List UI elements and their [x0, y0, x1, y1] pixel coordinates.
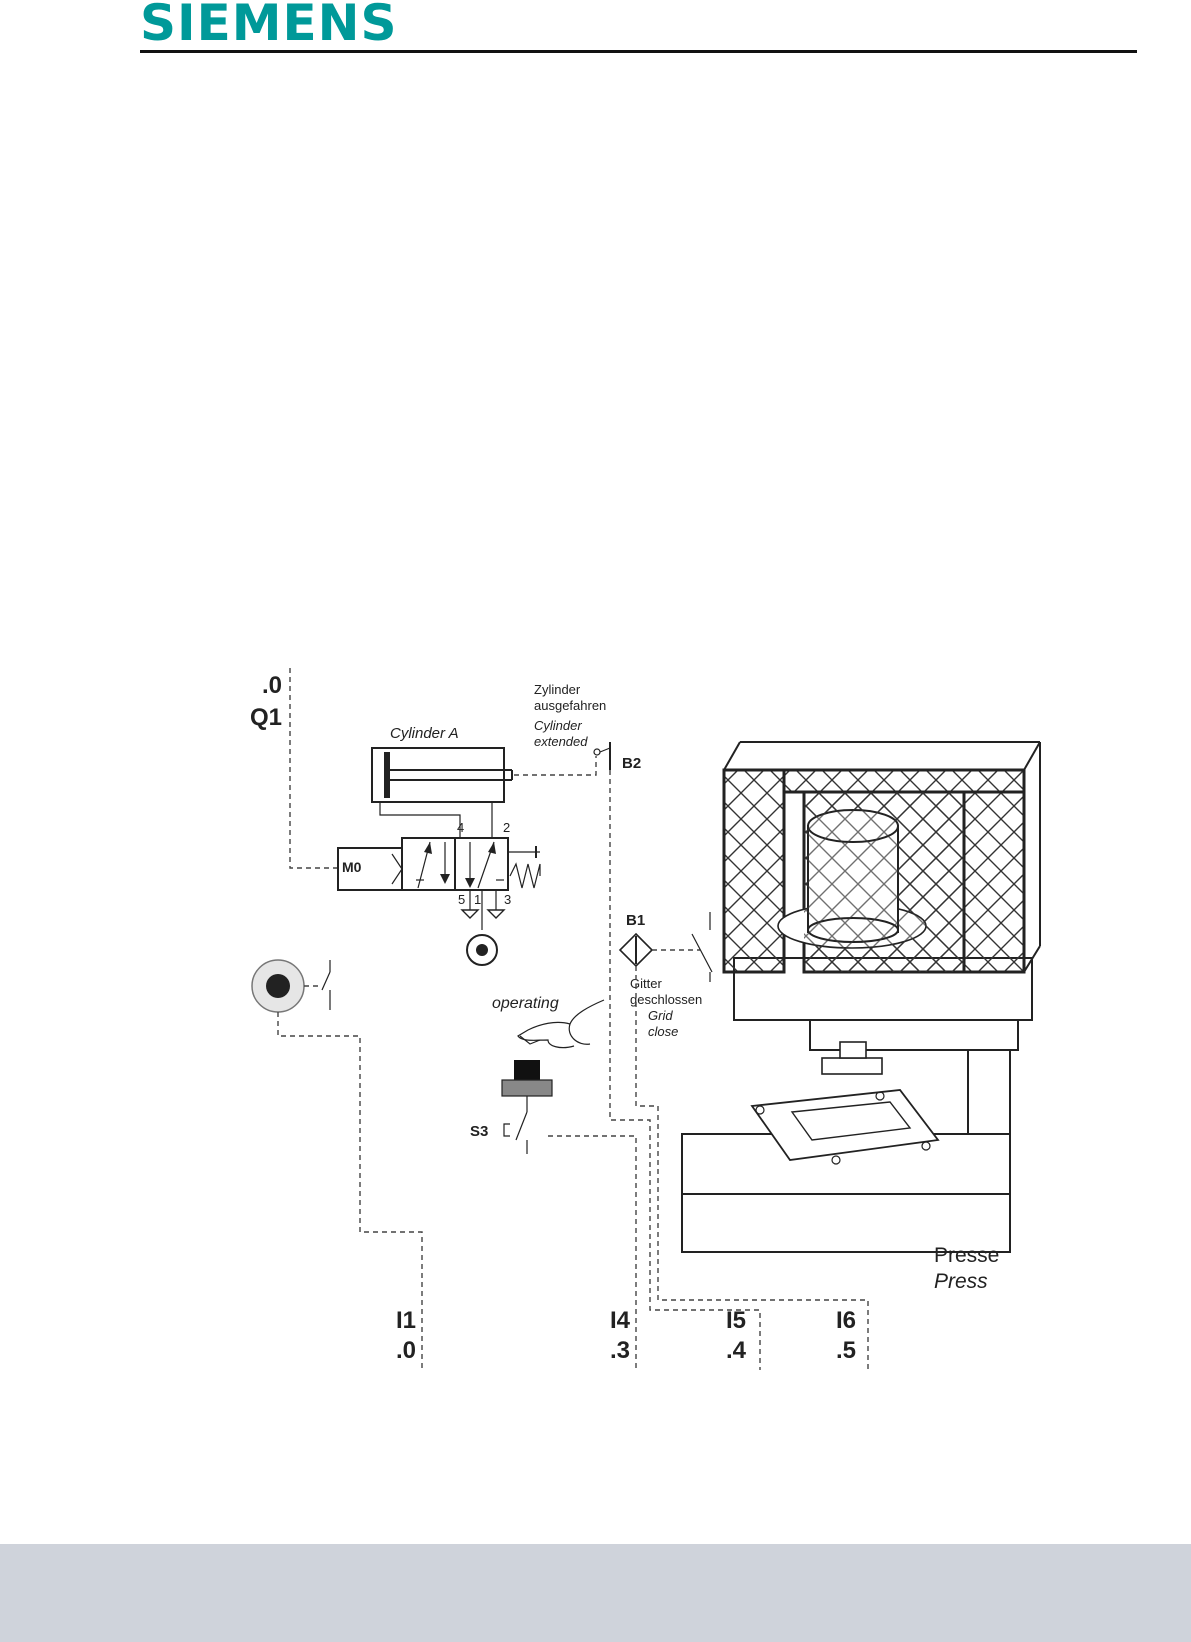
push-button-s3	[501, 1060, 553, 1154]
port-5: 5	[458, 892, 465, 907]
input-addr-i4: .3	[610, 1337, 630, 1364]
q1-signal-line	[289, 668, 338, 869]
b1-proximity-sensor	[618, 912, 713, 982]
protective-cage	[722, 741, 1041, 974]
output-label: Q1	[250, 704, 282, 731]
b2-de-line1: Zylinder	[534, 682, 581, 697]
i1-signal-line	[277, 1012, 423, 1370]
b1-en-line2: close	[648, 1024, 678, 1039]
b2-tag: B2	[622, 755, 641, 772]
input-label-i5: I5	[726, 1307, 746, 1334]
input-label-i1: I1	[396, 1307, 416, 1334]
input-label-i6: I6	[836, 1307, 856, 1334]
press-label-de: Presse	[934, 1244, 999, 1267]
operating-label: operating	[492, 995, 559, 1012]
cylinder-label: Cylinder A	[390, 725, 459, 742]
b2-de-line2: ausgefahren	[534, 698, 606, 713]
press-machine	[681, 957, 1033, 1253]
cylinder-a	[371, 747, 513, 838]
b1-tag: B1	[626, 912, 645, 929]
marker-label: M0	[342, 859, 362, 875]
b2-en-line1: Cylinder	[534, 718, 582, 733]
input-addr-i6: .5	[836, 1337, 856, 1364]
siemens-logo: SIEMENS	[140, 0, 398, 52]
input-addr-i5: .4	[726, 1337, 747, 1364]
port-3: 3	[504, 892, 511, 907]
cylinder-b2-line	[514, 756, 597, 776]
press-control-diagram: .0 Q1 Cylinder A Zylinder ausgefahren Cy…	[250, 668, 1041, 1370]
footer-band	[0, 1544, 1191, 1642]
input-addr-i1: .0	[396, 1337, 416, 1364]
input-label-i4: I4	[610, 1307, 631, 1334]
port-4: 4	[457, 820, 464, 835]
s3-tag: S3	[470, 1123, 488, 1140]
input-labels: I1 .0 I4 .3 I5 .4 I6 .5	[396, 1307, 856, 1364]
port-2: 2	[503, 820, 510, 835]
b2-limit-switch	[593, 742, 611, 770]
header-rule	[140, 50, 1137, 53]
hand-icon	[517, 999, 605, 1049]
b2-signal-line	[609, 770, 761, 1370]
b1-de-line2: geschlossen	[630, 992, 702, 1007]
b2-en-line2: extended	[534, 734, 588, 749]
b1-signal-line	[635, 966, 869, 1370]
s3-signal-line	[548, 1135, 637, 1370]
port-1: 1	[474, 892, 481, 907]
press-label-en: Press	[934, 1270, 988, 1293]
b1-en-line1: Grid	[648, 1008, 673, 1023]
push-button-i1	[251, 959, 331, 1013]
directional-valve	[337, 837, 541, 966]
output-address: .0	[262, 672, 282, 699]
b1-de-line1: Gitter	[630, 976, 662, 991]
